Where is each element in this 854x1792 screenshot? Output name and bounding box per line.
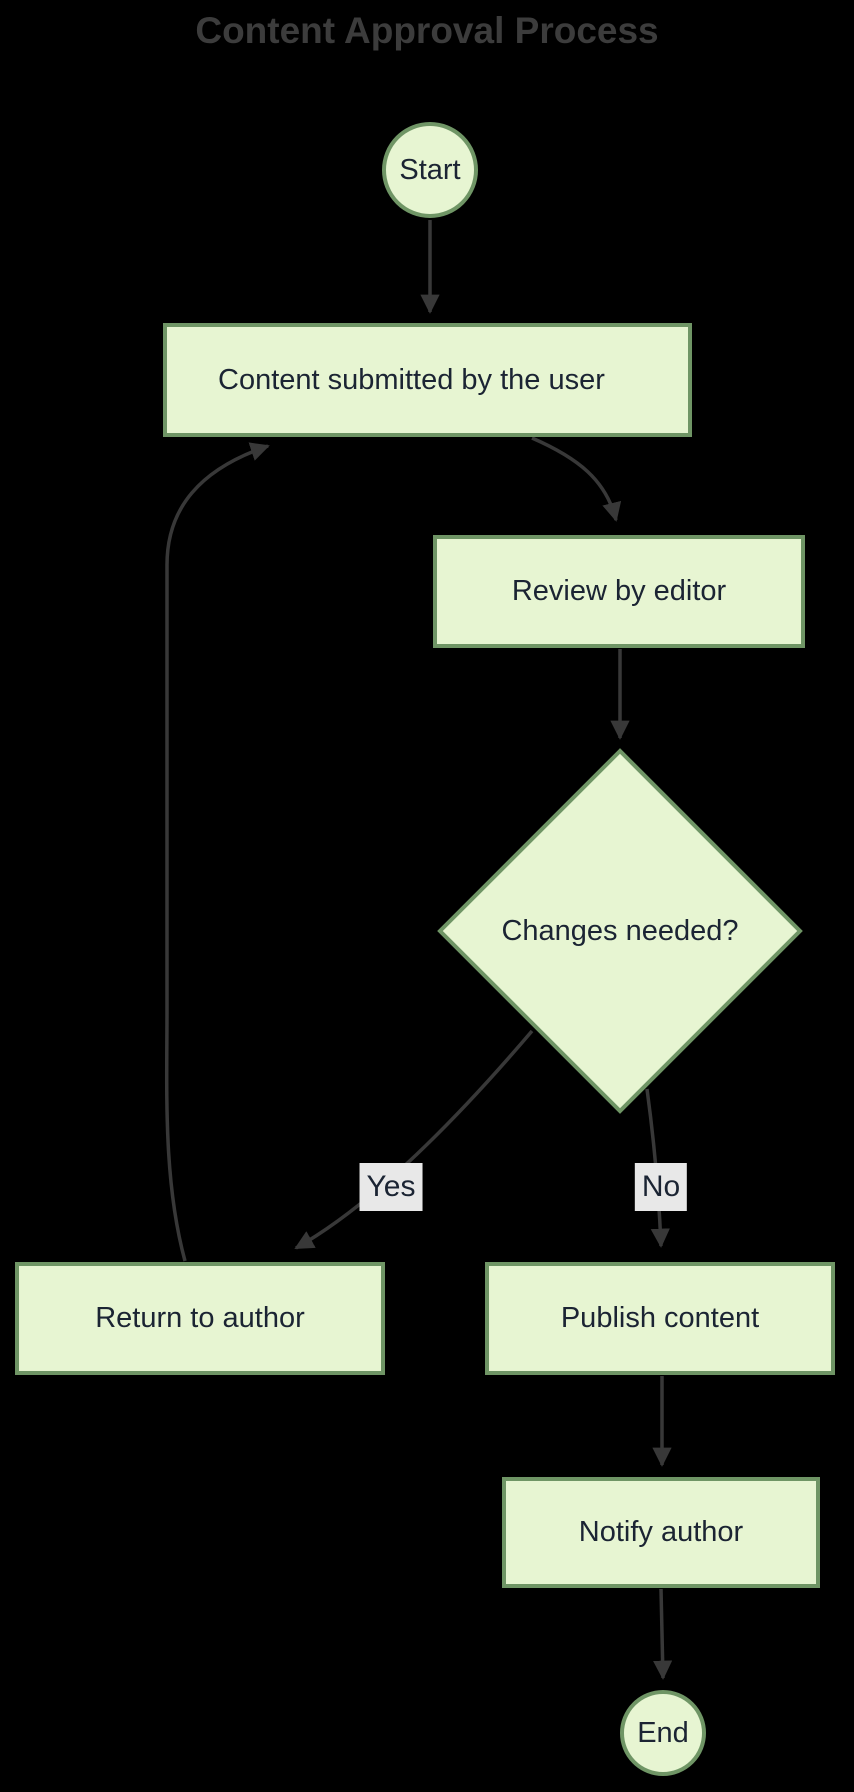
edge-label-yes: Yes xyxy=(359,1163,423,1211)
submit-node: Content submitted by the user xyxy=(163,323,692,437)
end-node-label: End xyxy=(637,1716,689,1749)
submit-node-label-clip: Content submitted by the user xyxy=(218,327,637,433)
decision-node-label: Changes needed? xyxy=(501,914,739,947)
edge-decision-yes-to-return xyxy=(294,1029,534,1250)
edge-submit-to-review xyxy=(531,436,622,522)
review-node: Review by editor xyxy=(433,535,805,648)
start-node-label: Start xyxy=(399,153,461,186)
publish-node: Publish content xyxy=(485,1262,835,1375)
publish-node-label: Publish content xyxy=(560,1302,760,1334)
start-node: Start xyxy=(382,122,478,218)
end-node: End xyxy=(620,1690,706,1776)
decision-node xyxy=(437,748,803,1114)
diagram-title: Content Approval Process xyxy=(195,10,659,51)
edge-return-to-submit xyxy=(164,442,270,1262)
submit-node-label: Content submitted by the user xyxy=(218,363,605,396)
notify-node-label: Notify author xyxy=(578,1516,744,1548)
review-node-label: Review by editor xyxy=(511,575,727,607)
edge-notify-to-end xyxy=(652,1588,673,1680)
notify-node: Notify author xyxy=(502,1477,820,1588)
decision-node-label-box: Changes needed? xyxy=(460,896,780,966)
return-node-label: Return to author xyxy=(95,1302,305,1334)
edge-label-no: No xyxy=(634,1163,688,1211)
return-node: Return to author xyxy=(15,1262,385,1375)
